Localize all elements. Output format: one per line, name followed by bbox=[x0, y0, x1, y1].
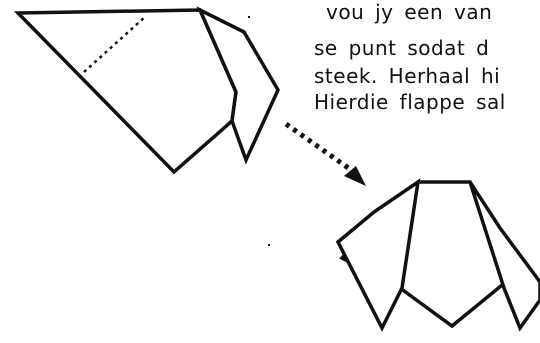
origami-step-folded-flap bbox=[18, 10, 278, 172]
instruction-text-line: steek. Herhaal hi bbox=[314, 62, 500, 90]
instruction-text-line: Hierdie flappe sal bbox=[314, 88, 506, 116]
step-arrow-shaft bbox=[286, 124, 354, 172]
dog-ear-left bbox=[338, 182, 418, 328]
step-arrow-head bbox=[344, 166, 366, 186]
speck bbox=[248, 16, 250, 18]
speck bbox=[268, 244, 270, 246]
instruction-text-line: vou jy een van bbox=[326, 0, 492, 26]
origami-dog-face bbox=[338, 182, 540, 328]
instruction-text-line: se punt sodat d bbox=[314, 34, 489, 62]
step-arrow bbox=[286, 124, 366, 186]
